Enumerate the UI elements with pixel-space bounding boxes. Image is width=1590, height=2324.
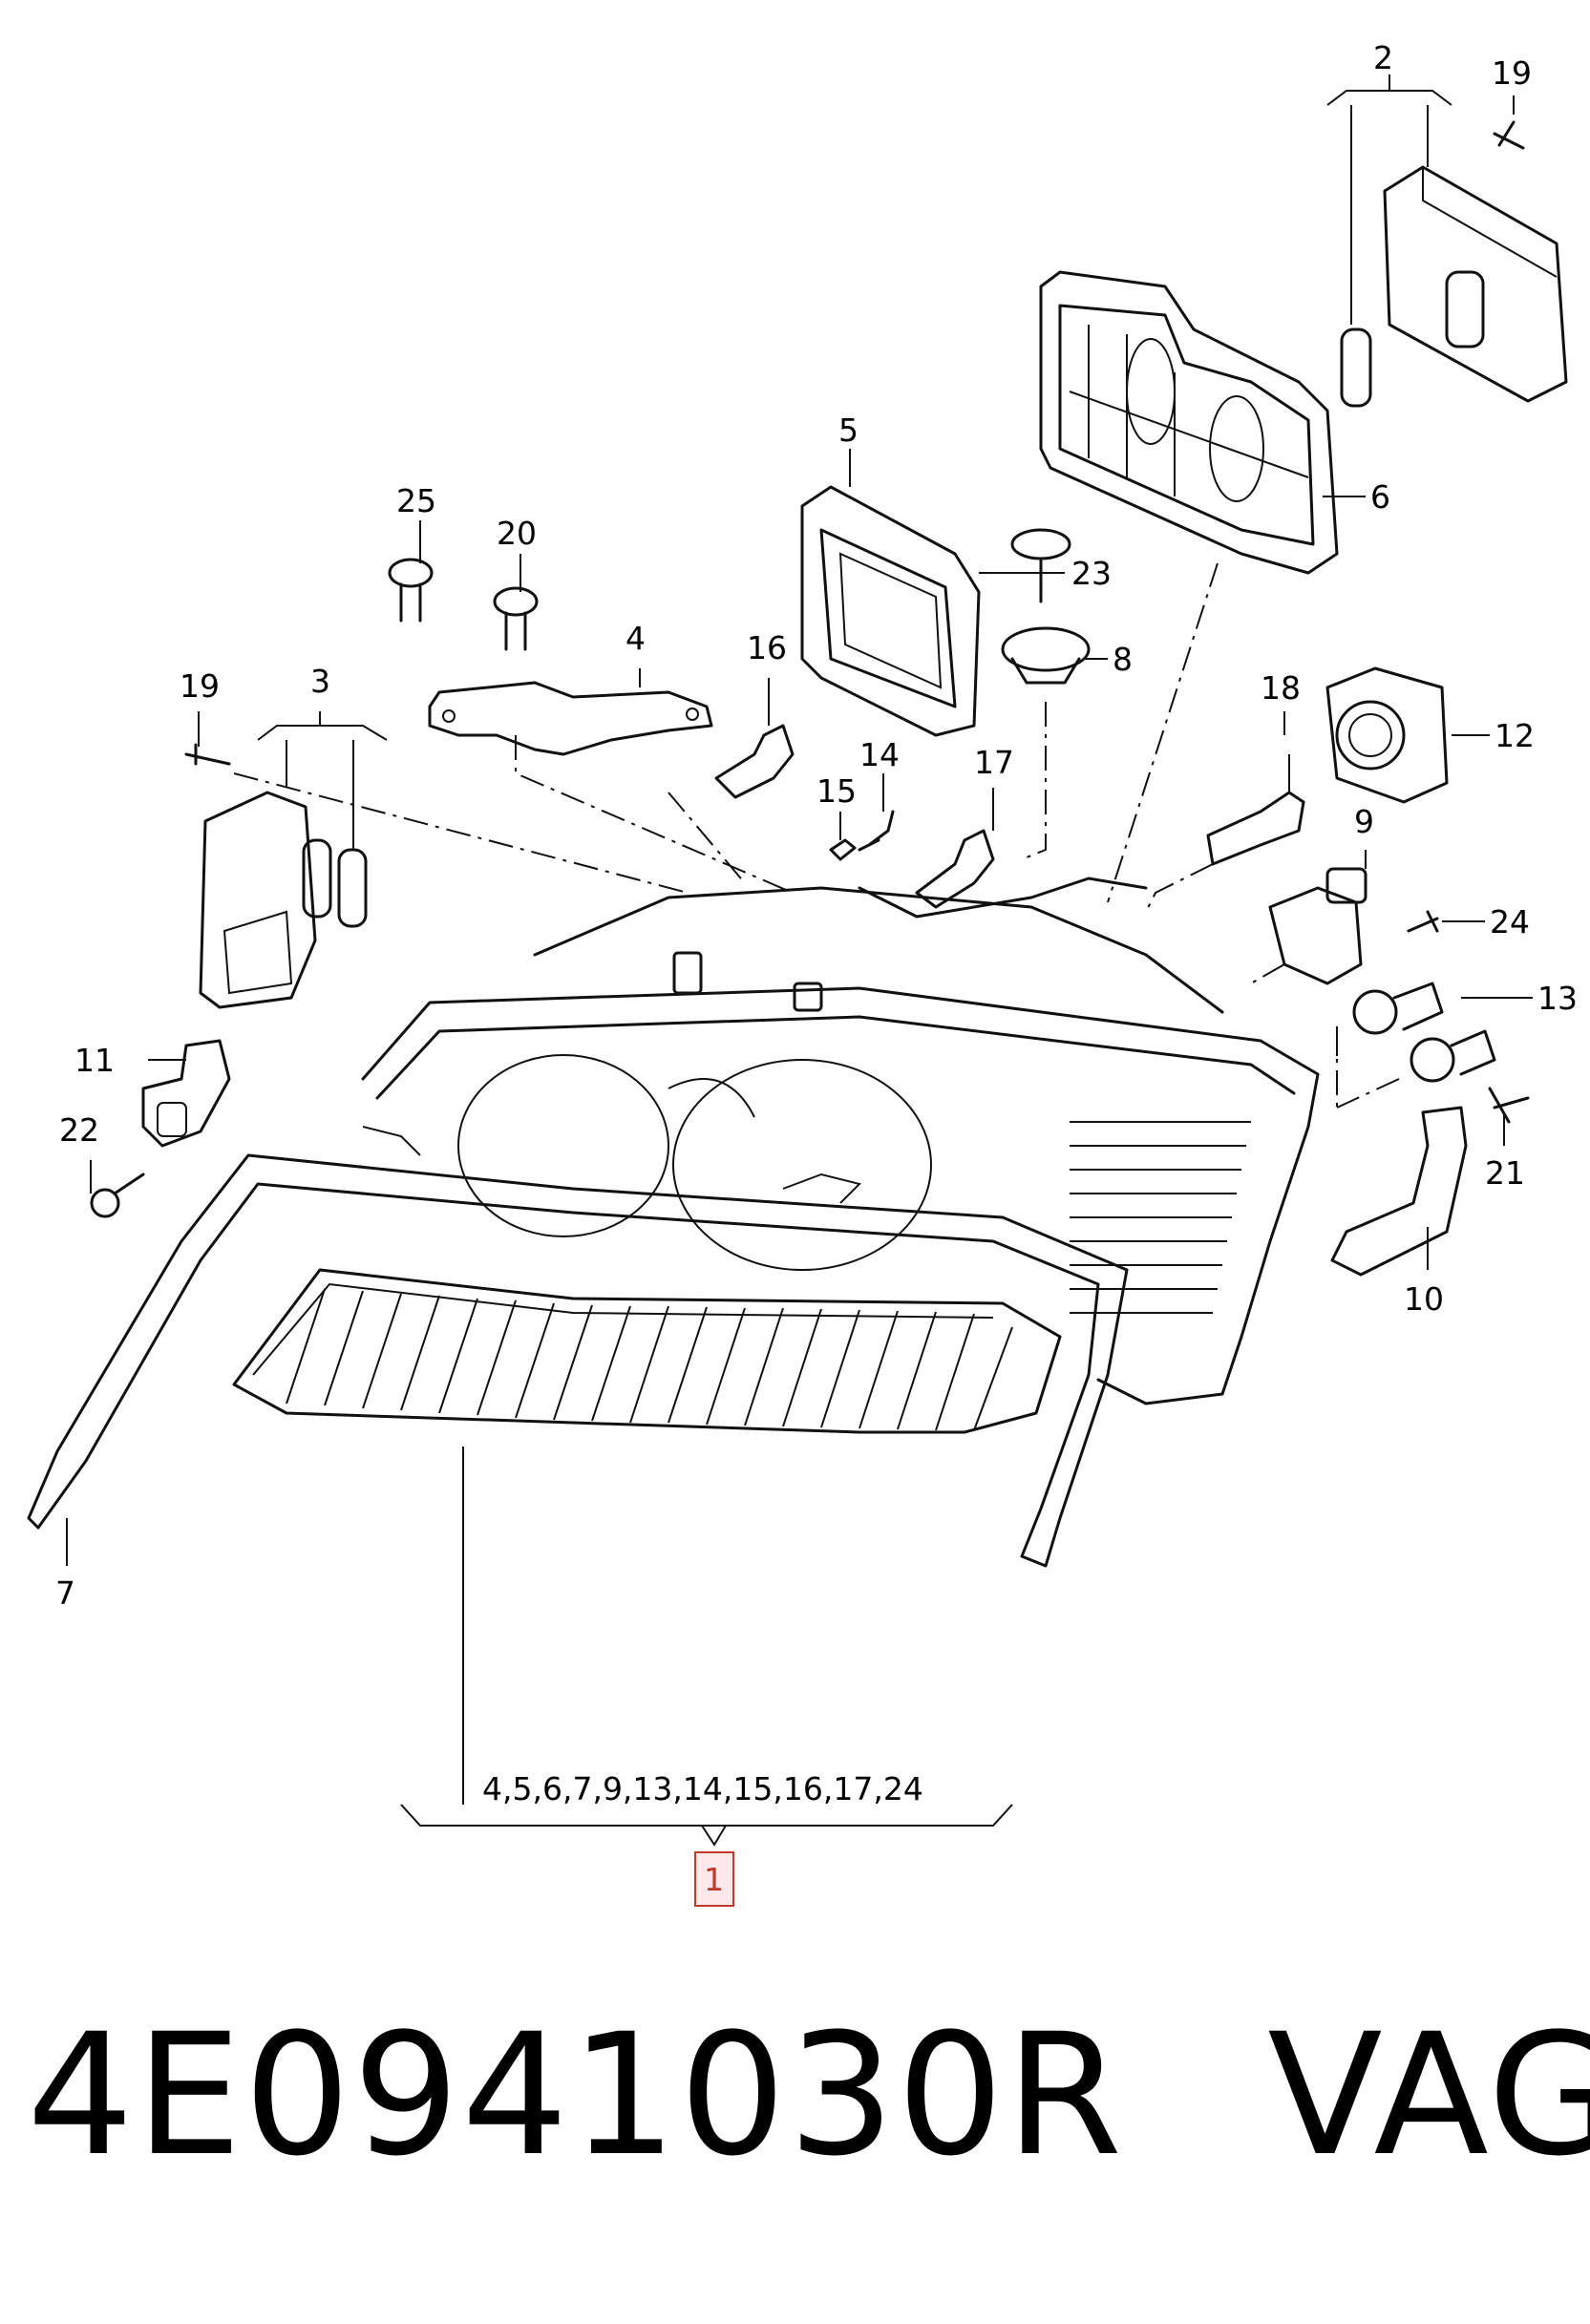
callout-17: 17 xyxy=(974,744,1014,781)
callout-1[interactable]: 1 xyxy=(704,1861,724,1898)
callout-7: 7 xyxy=(55,1574,75,1612)
rivet-23 xyxy=(1010,528,1071,603)
lens xyxy=(232,1268,1062,1434)
bracket-10 xyxy=(1330,1106,1468,1277)
bulb-14 xyxy=(858,810,895,852)
bracket-4 xyxy=(428,681,713,756)
grommet-8 xyxy=(1001,626,1091,685)
callout-9: 9 xyxy=(1354,803,1374,840)
control-unit-3 xyxy=(199,791,368,1009)
lens-hatching xyxy=(286,1288,1013,1431)
callout-10: 10 xyxy=(1404,1280,1444,1318)
vendor-name: VAG xyxy=(1267,1997,1590,2193)
assembly-contents-label: 4,5,6,7,9,13,14,15,16,17,24 xyxy=(482,1770,923,1807)
bulb-16 xyxy=(714,724,795,799)
screw-19-left xyxy=(184,743,231,766)
callout-13: 13 xyxy=(1537,980,1578,1017)
callout-23: 23 xyxy=(1071,555,1112,592)
callout-19-top: 19 xyxy=(1492,54,1532,92)
bulb-15 xyxy=(829,838,857,861)
screw-22 xyxy=(90,1173,145,1218)
screw-24 xyxy=(1407,910,1439,933)
leveling-motor-9 xyxy=(1268,867,1367,985)
callout-14: 14 xyxy=(859,736,900,773)
callout-21: 21 xyxy=(1485,1154,1525,1192)
callout-15: 15 xyxy=(816,772,857,810)
bezel-frame xyxy=(27,1126,1129,1568)
bulb-holder-13 xyxy=(1352,982,1496,1083)
callout-22: 22 xyxy=(59,1111,99,1149)
assembly-bracket xyxy=(400,1804,1013,1827)
callout-5: 5 xyxy=(838,412,859,449)
headlight-exploded-diagram: 2 19 6 5 23 8 25 20 4 16 19 3 14 15 17 1… xyxy=(27,39,1578,1907)
callout-12: 12 xyxy=(1495,717,1535,754)
callout-20: 20 xyxy=(497,515,537,552)
part-number: 4E0941030R xyxy=(27,1997,1125,2193)
callout-25: 25 xyxy=(396,482,436,519)
callout-24: 24 xyxy=(1490,903,1530,940)
screw-20 xyxy=(493,586,539,651)
callout-6: 6 xyxy=(1370,478,1390,516)
highlight-box-part-1[interactable] xyxy=(694,1851,734,1907)
footer-part-number-line: 4E0941030R VAG xyxy=(27,1997,1590,2193)
igniter-12 xyxy=(1325,666,1449,804)
callout-19-left: 19 xyxy=(180,667,220,705)
callout-8: 8 xyxy=(1113,641,1133,678)
screw-25 xyxy=(388,558,434,623)
callout-11: 11 xyxy=(74,1042,115,1079)
bulb-18 xyxy=(1206,791,1305,866)
headlight-housing xyxy=(361,877,1320,1405)
control-unit-2 xyxy=(1340,165,1568,408)
screw-19-top xyxy=(1493,120,1525,150)
bracket-2 xyxy=(1326,74,1452,106)
callout-2: 2 xyxy=(1373,39,1393,76)
bulb-17 xyxy=(915,829,995,909)
assembly-bracket-tip xyxy=(701,1825,727,1847)
housing-side-fins xyxy=(1070,1121,1251,1314)
clip-11 xyxy=(141,1039,231,1148)
cover-frame-6 xyxy=(1039,270,1339,575)
callout-18: 18 xyxy=(1261,669,1301,707)
callout-3: 3 xyxy=(310,663,330,700)
cap-5 xyxy=(800,485,981,737)
callout-16: 16 xyxy=(747,629,787,666)
bracket-3 xyxy=(257,711,388,741)
screw-21 xyxy=(1488,1087,1530,1124)
callout-4: 4 xyxy=(625,620,646,657)
